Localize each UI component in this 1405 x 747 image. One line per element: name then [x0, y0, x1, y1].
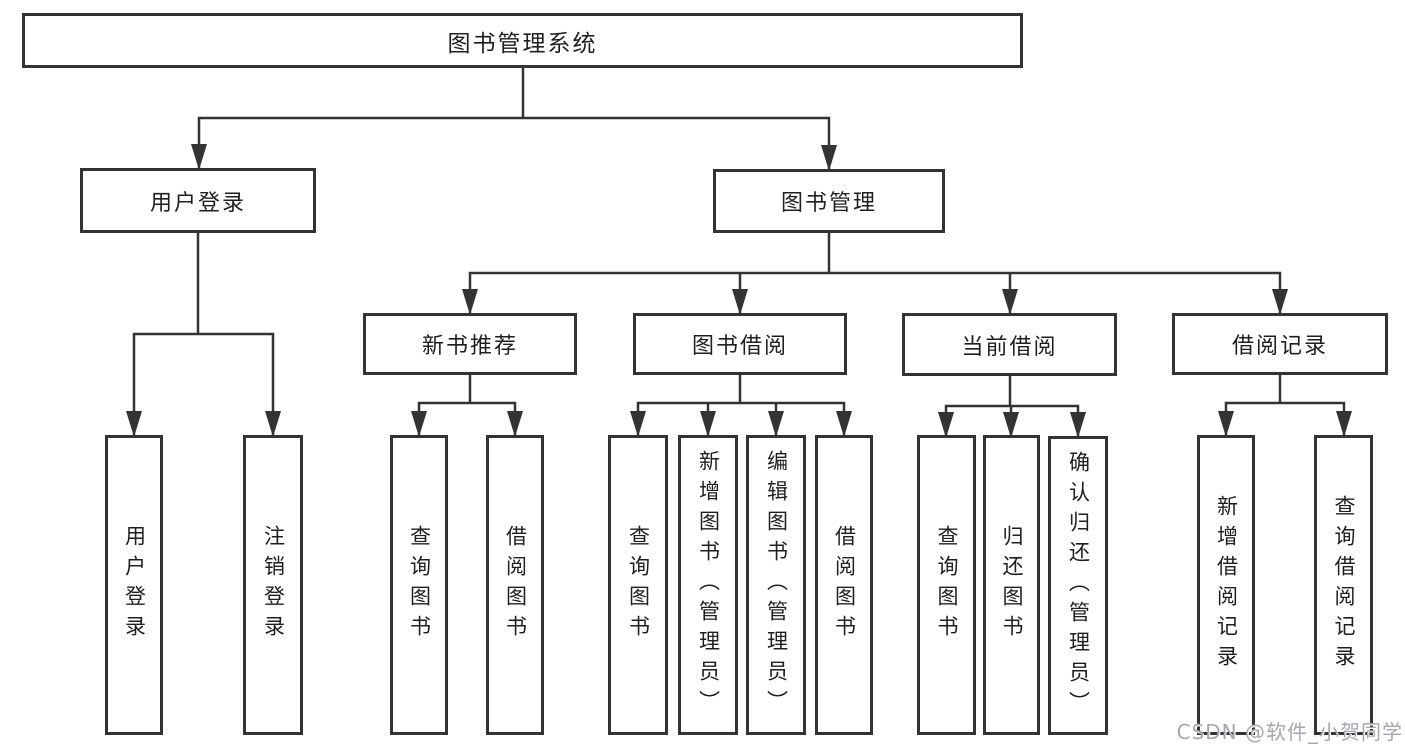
wire-records-fork — [1224, 401, 1346, 435]
wire-bookmgmt-fork — [468, 271, 1282, 313]
node-current-borrowing: 当前借阅 — [902, 313, 1117, 376]
leaf-query-books-current: 查询图书 — [917, 435, 976, 735]
leaf-query-books-recommend: 查询图书 — [390, 435, 448, 735]
leaf-query-borrow-record: 查询借阅记录 — [1314, 435, 1373, 735]
leaf-add-borrow-record: 新增借阅记录 — [1197, 435, 1255, 735]
leaf-return-books: 归还图书 — [983, 435, 1040, 735]
csdn-watermark: CSDN @软件_小贺同学 — [1176, 720, 1403, 744]
wire-userlogin-fork — [132, 332, 275, 435]
node-user-login: 用户登录 — [80, 168, 316, 233]
leaf-user-login: 用户登录 — [105, 435, 163, 735]
leaf-query-books-borrowing: 查询图书 — [608, 435, 668, 735]
leaf-confirm-return-admin: 确认归还（管理员） — [1048, 436, 1108, 735]
node-borrowing-records: 借阅记录 — [1172, 313, 1388, 375]
node-system-root: 图书管理系统 — [22, 13, 1023, 68]
leaf-borrow-books-borrowing: 借阅图书 — [815, 435, 873, 735]
node-book-borrowing: 图书借阅 — [633, 313, 847, 375]
wire-borrowing-fork — [636, 401, 846, 435]
wire-recommend-fork — [417, 401, 517, 435]
node-new-book-recommend: 新书推荐 — [363, 313, 577, 375]
wire-root-fork — [197, 116, 831, 169]
node-book-management: 图书管理 — [713, 169, 945, 233]
leaf-logout: 注销登录 — [243, 435, 303, 735]
leaf-borrow-books-recommend: 借阅图书 — [486, 435, 544, 735]
leaf-edit-books-admin: 编辑图书（管理员） — [746, 435, 806, 735]
arrowheads — [126, 144, 1352, 438]
leaf-add-books-admin: 新增图书（管理员） — [678, 435, 738, 735]
